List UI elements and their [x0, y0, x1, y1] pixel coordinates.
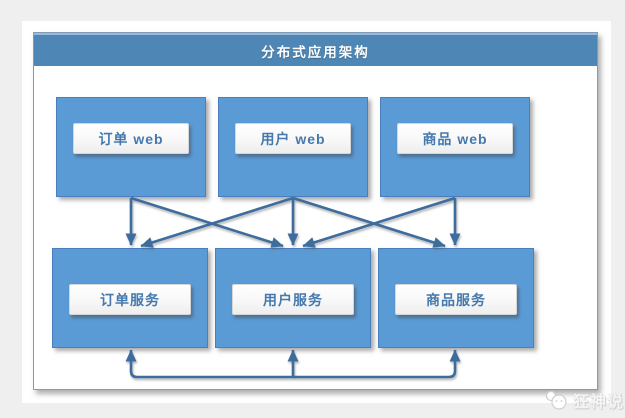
- node-user-service-label: 用户服务: [232, 284, 354, 315]
- node-product-service: 商品服务: [378, 248, 534, 348]
- node-order-web-label: 订单 web: [73, 123, 189, 154]
- diagram-title: 分布式应用架构: [261, 44, 370, 60]
- node-user-web: 用户 web: [218, 97, 368, 197]
- node-product-web: 商品 web: [380, 97, 530, 197]
- node-product-web-label: 商品 web: [397, 123, 513, 154]
- node-user-service: 用户服务: [215, 248, 371, 348]
- watermark-text: 狂神说: [573, 394, 625, 411]
- node-user-web-label: 用户 web: [235, 123, 351, 154]
- node-order-web: 订单 web: [56, 97, 206, 197]
- node-product-service-label: 商品服务: [395, 284, 517, 315]
- node-order-service: 订单服务: [52, 248, 208, 348]
- diagram-title-bar: 分布式应用架构: [34, 33, 597, 66]
- watermark: 狂神说: [545, 388, 624, 412]
- mascot-panda-icon: [545, 390, 567, 410]
- node-order-service-label: 订单服务: [69, 284, 191, 315]
